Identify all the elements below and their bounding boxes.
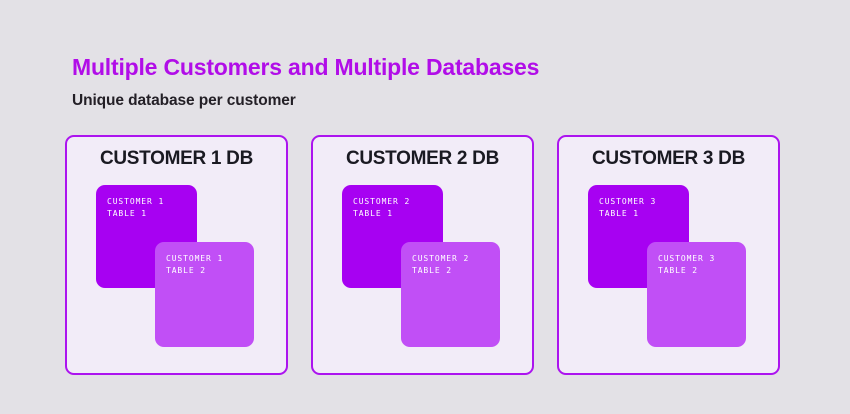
table-card-label-line-1: CUSTOMER 2: [412, 254, 470, 263]
table-card-secondary: CUSTOMER 2 TABLE 2: [401, 242, 500, 347]
database-panel-title: CUSTOMER 3 DB: [591, 148, 746, 169]
table-card-secondary: CUSTOMER 1 TABLE 2: [155, 242, 254, 347]
database-panel-title: CUSTOMER 1 DB: [99, 148, 254, 169]
database-panel-customer-2: CUSTOMER 2 DB CUSTOMER 2 TABLE 1 CUSTOME…: [311, 135, 534, 375]
table-card-primary: CUSTOMER 1 TABLE 1: [96, 185, 197, 288]
database-panel-customer-1: CUSTOMER 1 DB CUSTOMER 1 TABLE 1 CUSTOME…: [65, 135, 288, 375]
table-card-secondary: CUSTOMER 3 TABLE 2: [647, 242, 746, 347]
database-panel-customer-3: CUSTOMER 3 DB CUSTOMER 3 TABLE 1 CUSTOME…: [557, 135, 780, 375]
table-card-label-line-2: TABLE 2: [658, 266, 699, 275]
database-panel-title: CUSTOMER 2 DB: [345, 148, 500, 169]
table-card-label-line-2: TABLE 1: [599, 209, 640, 218]
table-card-label-line-1: CUSTOMER 1: [107, 197, 165, 206]
page-title: Multiple Customers and Multiple Database…: [72, 54, 540, 80]
table-card-label-line-1: CUSTOMER 3: [599, 197, 657, 206]
table-card-label-line-2: TABLE 2: [412, 266, 453, 275]
table-card-label-line-1: CUSTOMER 2: [353, 197, 411, 206]
page-subtitle: Unique database per customer: [72, 92, 296, 109]
table-card-label-line-2: TABLE 1: [107, 209, 148, 218]
table-card-label-line-1: CUSTOMER 1: [166, 254, 224, 263]
table-card-label-line-2: TABLE 1: [353, 209, 394, 218]
database-panel-group: CUSTOMER 1 DB CUSTOMER 1 TABLE 1 CUSTOME…: [65, 135, 780, 375]
table-card-label-line-1: CUSTOMER 3: [658, 254, 716, 263]
table-card-label-line-2: TABLE 2: [166, 266, 207, 275]
